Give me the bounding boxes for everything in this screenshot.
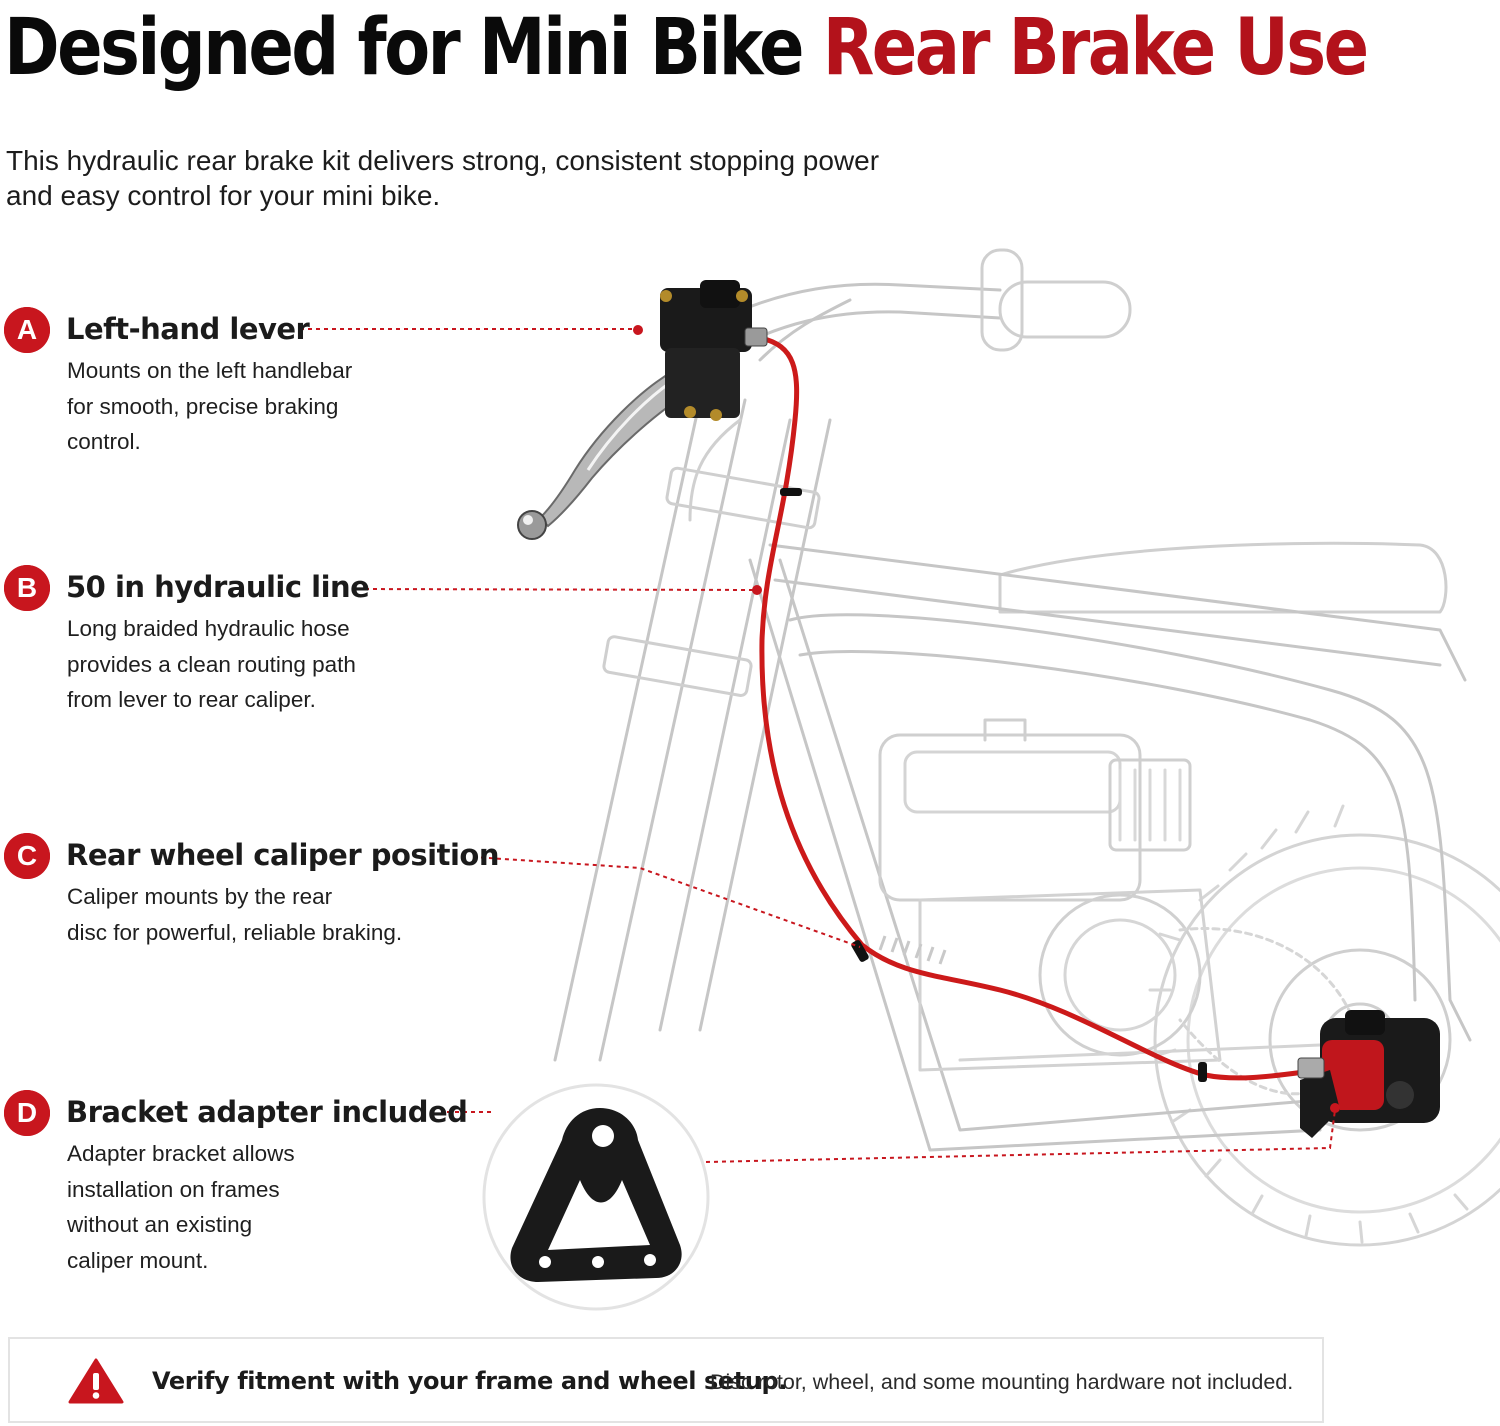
callout-description: Caliper mounts by the rear disc for powe… (67, 879, 402, 950)
headline-main: Designed for Mini Bike (4, 3, 805, 93)
letter-badge-icon: C (4, 833, 50, 879)
bike-sketch (553, 248, 1500, 1247)
warning-triangle-icon (68, 1358, 124, 1404)
description-line: control. (67, 429, 141, 454)
brake-lever-icon (517, 280, 768, 540)
description-line: caliper mount. (67, 1247, 209, 1273)
bracket-inset (482, 1083, 710, 1311)
description-line: Adapter bracket allows (67, 1141, 295, 1166)
callout-description: Mounts on the left handlebar for smooth,… (67, 353, 352, 460)
fitment-notice: Verify fitment with your frame and wheel… (8, 1337, 1324, 1423)
description-line: Caliper mounts by the rear (67, 884, 333, 909)
callout-title: 50 in hydraulic line (66, 570, 370, 604)
hose-clips (780, 488, 1207, 1082)
callout-description: Adapter bracket allows installation on f… (67, 1136, 295, 1278)
callout-title: Left-hand lever (66, 312, 310, 346)
description-line: disc for powerful, reliable braking. (67, 919, 403, 945)
description-line: for smooth, precise braking (67, 393, 339, 419)
description-line: without an existing (67, 1212, 253, 1237)
description-line: installation on frames (67, 1176, 280, 1202)
hose-spring (878, 935, 947, 965)
letter-badge-icon: A (4, 307, 50, 353)
callout-description: Long braided hydraulic hose provides a c… (67, 611, 356, 718)
letter-badge-icon: D (4, 1090, 50, 1136)
mini-bike-illustration (300, 248, 1500, 1311)
callout-title: Rear wheel caliper position (66, 838, 500, 872)
description-line: Long braided hydraulic hose (67, 616, 350, 641)
hydraulic-hose (757, 335, 1323, 1081)
description-line: from lever to rear caliper. (67, 687, 316, 712)
description-line: provides a clean routing path (67, 651, 356, 677)
description-line: Mounts on the left handlebar (67, 358, 353, 383)
notice-strong-text: Verify fitment with your frame and wheel… (152, 1367, 788, 1395)
headline-accent: Rear Brake Use (822, 3, 1369, 93)
callout-title: Bracket adapter included (66, 1095, 468, 1129)
letter-badge-icon: B (4, 565, 50, 611)
intro-text: This hydraulic rear brake kit delivers s… (6, 145, 880, 211)
notice-detail-text: Disc rotor, wheel, and some mounting har… (710, 1370, 1294, 1394)
leader-lines (300, 328, 1336, 1163)
caliper-icon (1297, 1010, 1440, 1138)
headline: Designed for Mini Bike Rear Brake Use (4, 0, 1369, 96)
leader-dots (633, 325, 1340, 1113)
